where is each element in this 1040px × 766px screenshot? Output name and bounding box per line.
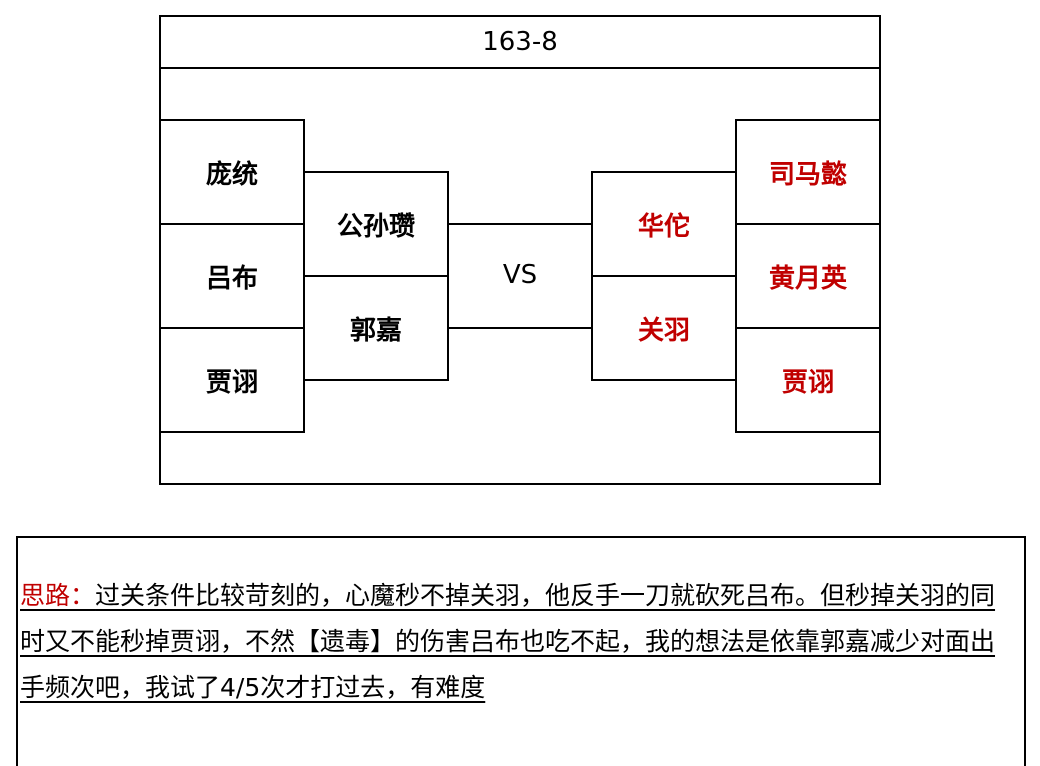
left-front-slot-1: 公孙瓒 (303, 171, 449, 277)
strategy-note: 思路：过关条件比较苛刻的，心魔秒不掉关羽，他反手一刀就砍死吕布。但秒掉关羽的同时… (20, 573, 1010, 711)
right-back-slot-2: 黄月英 (735, 223, 881, 329)
note-body: 过关条件比较苛刻的，心魔秒不掉关羽，他反手一刀就砍死吕布。但秒掉关羽的同时又不能… (20, 581, 996, 702)
connector-line-top (447, 223, 593, 225)
note-label: 思路： (20, 581, 96, 610)
right-front-slot-2: 关羽 (591, 275, 737, 381)
strategy-note-box (16, 536, 1026, 766)
stage-title: 163-8 (159, 15, 881, 69)
connector-line-bottom (447, 327, 593, 329)
left-front-slot-2: 郭嘉 (303, 275, 449, 381)
versus-label: VS (502, 260, 538, 290)
right-back-slot-1: 司马懿 (735, 119, 881, 225)
left-back-slot-2: 吕布 (159, 223, 305, 329)
right-front-slot-1: 华佗 (591, 171, 737, 277)
left-back-slot-3: 贾诩 (159, 327, 305, 433)
left-back-slot-1: 庞统 (159, 119, 305, 225)
right-back-slot-3: 贾诩 (735, 327, 881, 433)
